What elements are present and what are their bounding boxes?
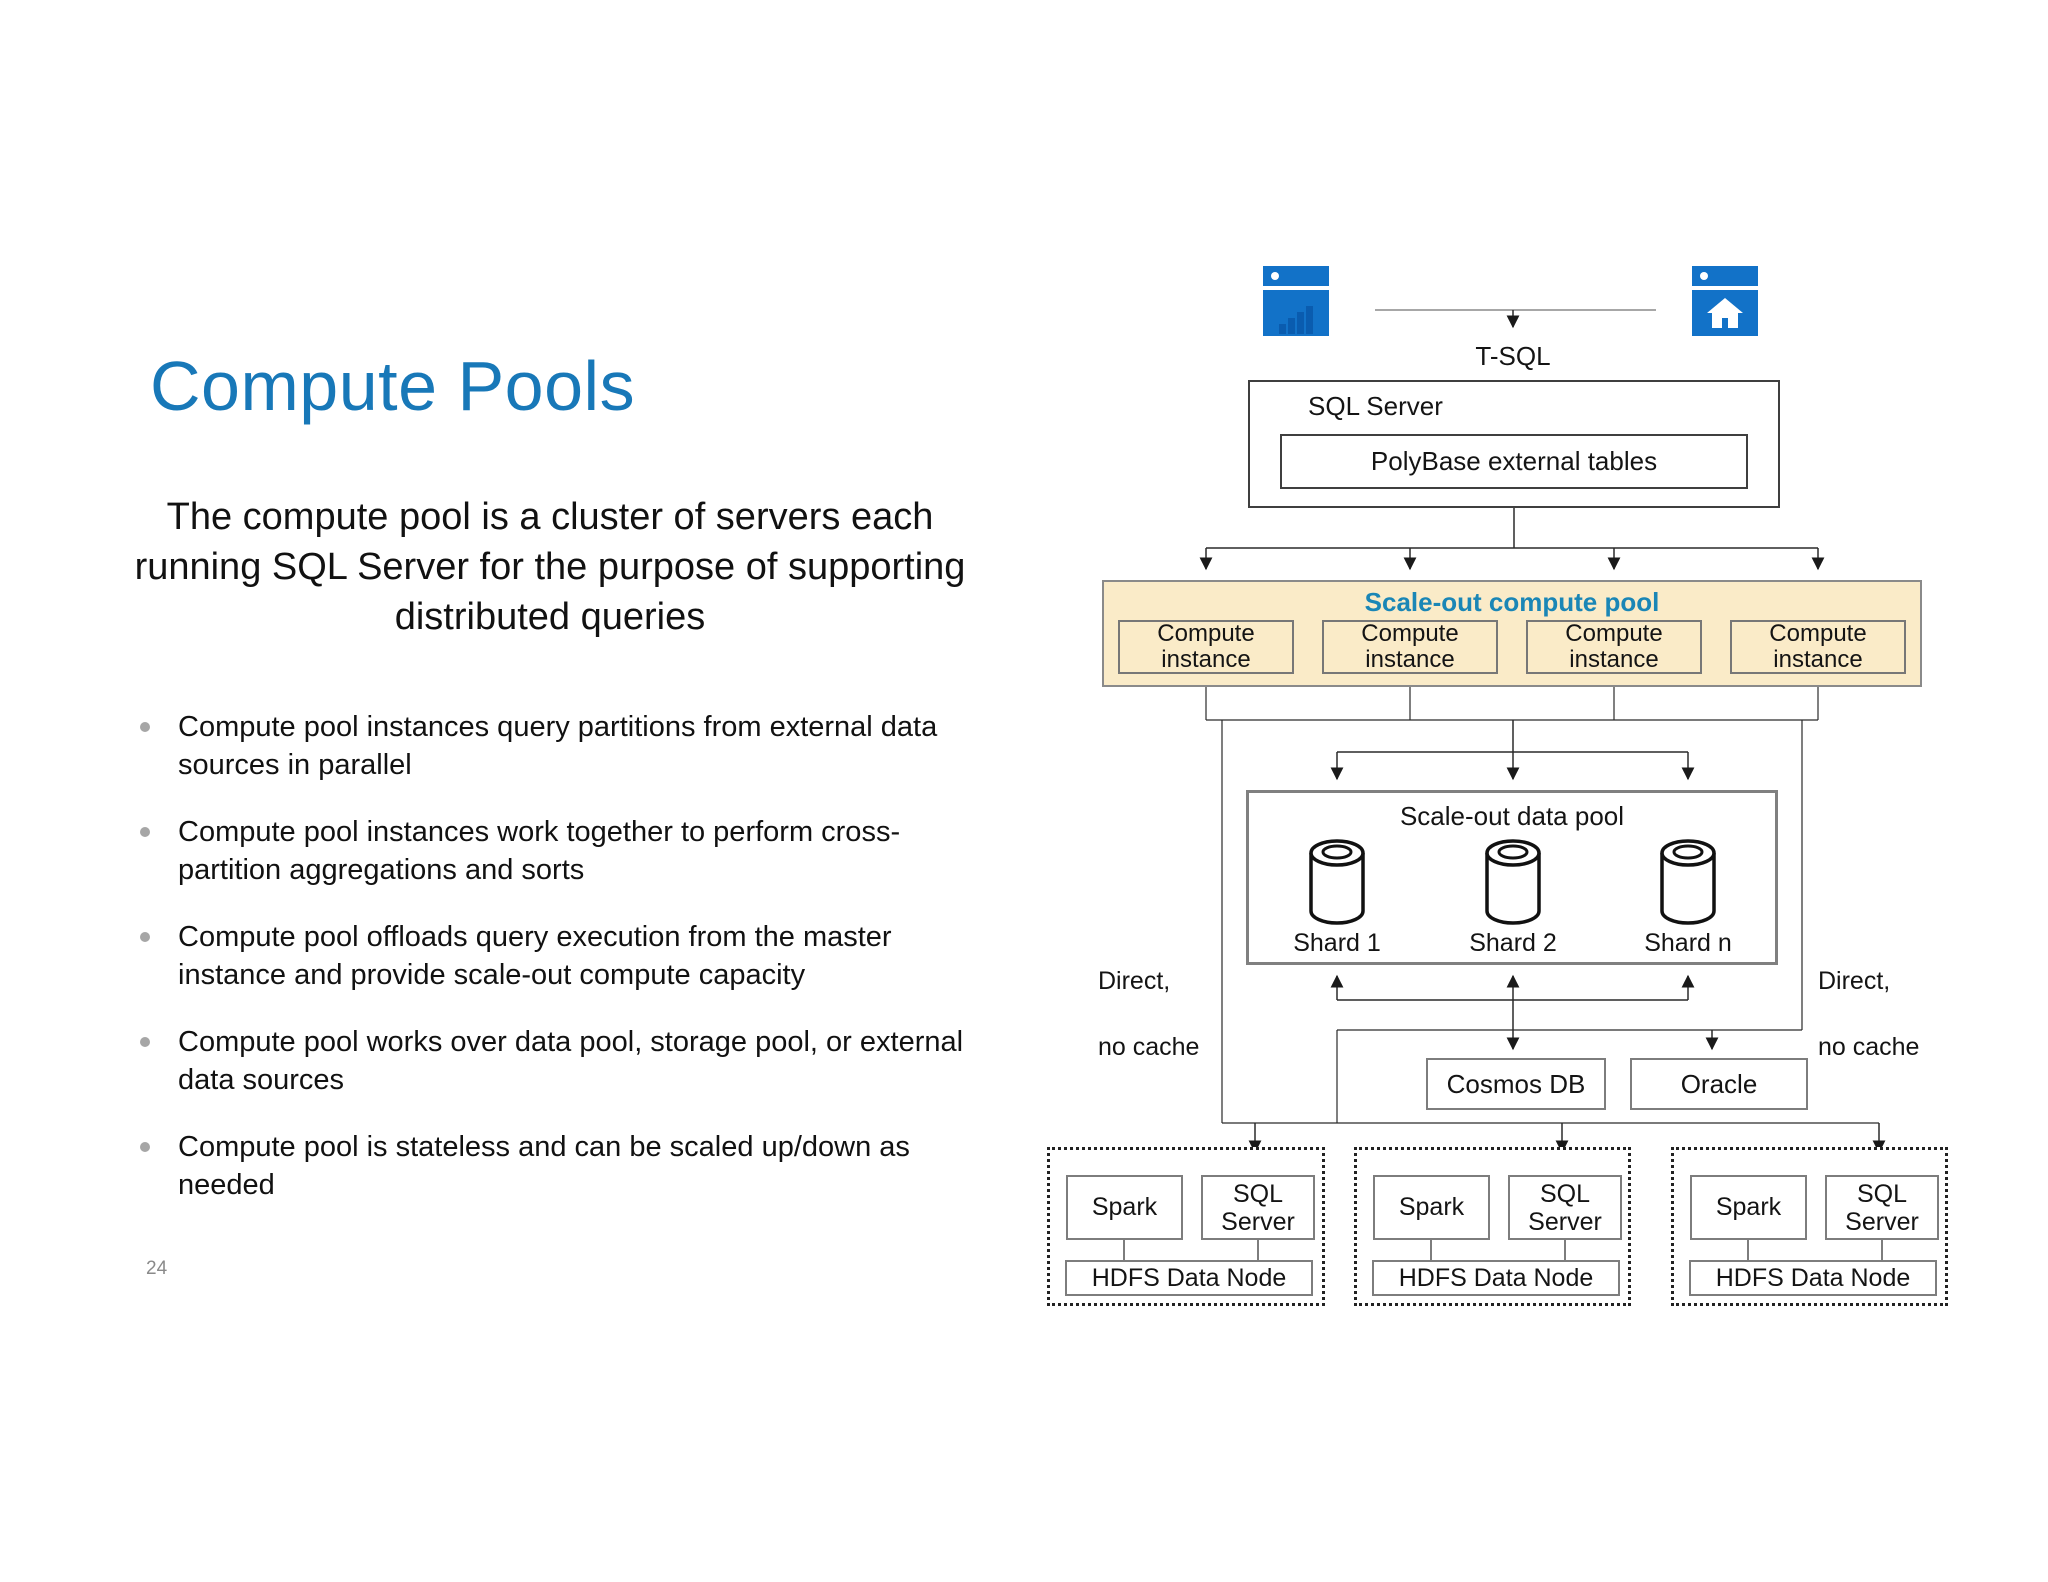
database-cylinder-icon xyxy=(1485,839,1541,925)
sql-server-node-box: SQL Server xyxy=(1508,1175,1622,1240)
polybase-external-tables-box: PolyBase external tables xyxy=(1280,434,1748,489)
hdfs-node: Spark SQL Server HDFS Data Node xyxy=(1354,1147,1631,1306)
compute-instance-box: Compute instance xyxy=(1118,620,1294,674)
direct-no-cache-left: Direct, xyxy=(1098,967,1171,995)
direct-no-cache-right: no cache xyxy=(1818,1033,1920,1061)
cosmos-db-box: Cosmos DB xyxy=(1426,1058,1606,1110)
bullet-item: Compute pool is stateless and can be sca… xyxy=(115,1128,995,1204)
compute-instance-box: Compute instance xyxy=(1526,620,1702,674)
icon-titlebar xyxy=(1692,266,1758,286)
architecture-diagram: T-SQL SQL Server PolyBase external table… xyxy=(1040,255,1960,1345)
direct-no-cache-right: Direct, xyxy=(1818,967,1891,995)
database-cylinder-icon xyxy=(1660,839,1716,925)
icon-dot xyxy=(1700,272,1708,280)
scale-out-data-pool-box: Scale-out data pool Shard 1 Shard 2 Shar… xyxy=(1246,790,1778,965)
connector-stub xyxy=(1881,1240,1883,1260)
spark-box: Spark xyxy=(1066,1175,1183,1240)
chart-glyph xyxy=(1263,290,1329,336)
direct-no-cache-left: no cache xyxy=(1098,1033,1200,1061)
bullet-item: Compute pool instances work together to … xyxy=(115,813,995,889)
bullet-item: Compute pool instances query partitions … xyxy=(115,708,995,784)
compute-pool-title: Scale-out compute pool xyxy=(1364,587,1660,617)
slide-subtitle: The compute pool is a cluster of servers… xyxy=(134,496,966,638)
page-title: Compute Pools xyxy=(150,347,636,425)
sql-server-node-box: SQL Server xyxy=(1201,1175,1315,1240)
shard-label: Shard 2 xyxy=(1469,929,1557,957)
connector-lines xyxy=(1199,309,1886,1154)
icon-dot xyxy=(1271,272,1279,280)
database-cylinder-icon xyxy=(1309,839,1365,925)
t-sql-label: T-SQL xyxy=(1475,341,1551,371)
connector-stub xyxy=(1564,1240,1566,1260)
sql-server-node-box: SQL Server xyxy=(1825,1175,1939,1240)
page-number: 24 xyxy=(146,1258,168,1279)
icon-titlebar xyxy=(1263,266,1329,286)
oracle-box: Oracle xyxy=(1630,1058,1808,1110)
bullet-item: Compute pool works over data pool, stora… xyxy=(115,1023,995,1099)
shard-label: Shard n xyxy=(1644,929,1732,957)
data-pool-title: Scale-out data pool xyxy=(1399,801,1625,831)
connector-stub xyxy=(1747,1240,1749,1260)
scale-out-compute-pool-box: Scale-out compute pool Compute instance … xyxy=(1102,580,1922,687)
connector-stub xyxy=(1257,1240,1259,1260)
bullet-list: Compute pool instances query partitions … xyxy=(115,708,995,1233)
app-window-chart-icon xyxy=(1263,266,1329,336)
connector-stub xyxy=(1123,1240,1125,1260)
hdfs-data-node-box: HDFS Data Node xyxy=(1065,1260,1313,1296)
home-glyph xyxy=(1692,290,1758,336)
hdfs-data-node-box: HDFS Data Node xyxy=(1689,1260,1937,1296)
connector-stub xyxy=(1430,1240,1432,1260)
hdfs-data-node-box: HDFS Data Node xyxy=(1372,1260,1620,1296)
spark-box: Spark xyxy=(1373,1175,1490,1240)
sql-server-master-label: SQL Server xyxy=(1308,391,1443,421)
compute-instance-box: Compute instance xyxy=(1730,620,1906,674)
shard-label: Shard 1 xyxy=(1293,929,1381,957)
compute-instance-box: Compute instance xyxy=(1322,620,1498,674)
spark-box: Spark xyxy=(1690,1175,1807,1240)
hdfs-node: Spark SQL Server HDFS Data Node xyxy=(1047,1147,1325,1306)
hdfs-node: Spark SQL Server HDFS Data Node xyxy=(1671,1147,1948,1306)
bullet-item: Compute pool offloads query execution fr… xyxy=(115,918,995,994)
app-window-home-icon xyxy=(1692,266,1758,336)
